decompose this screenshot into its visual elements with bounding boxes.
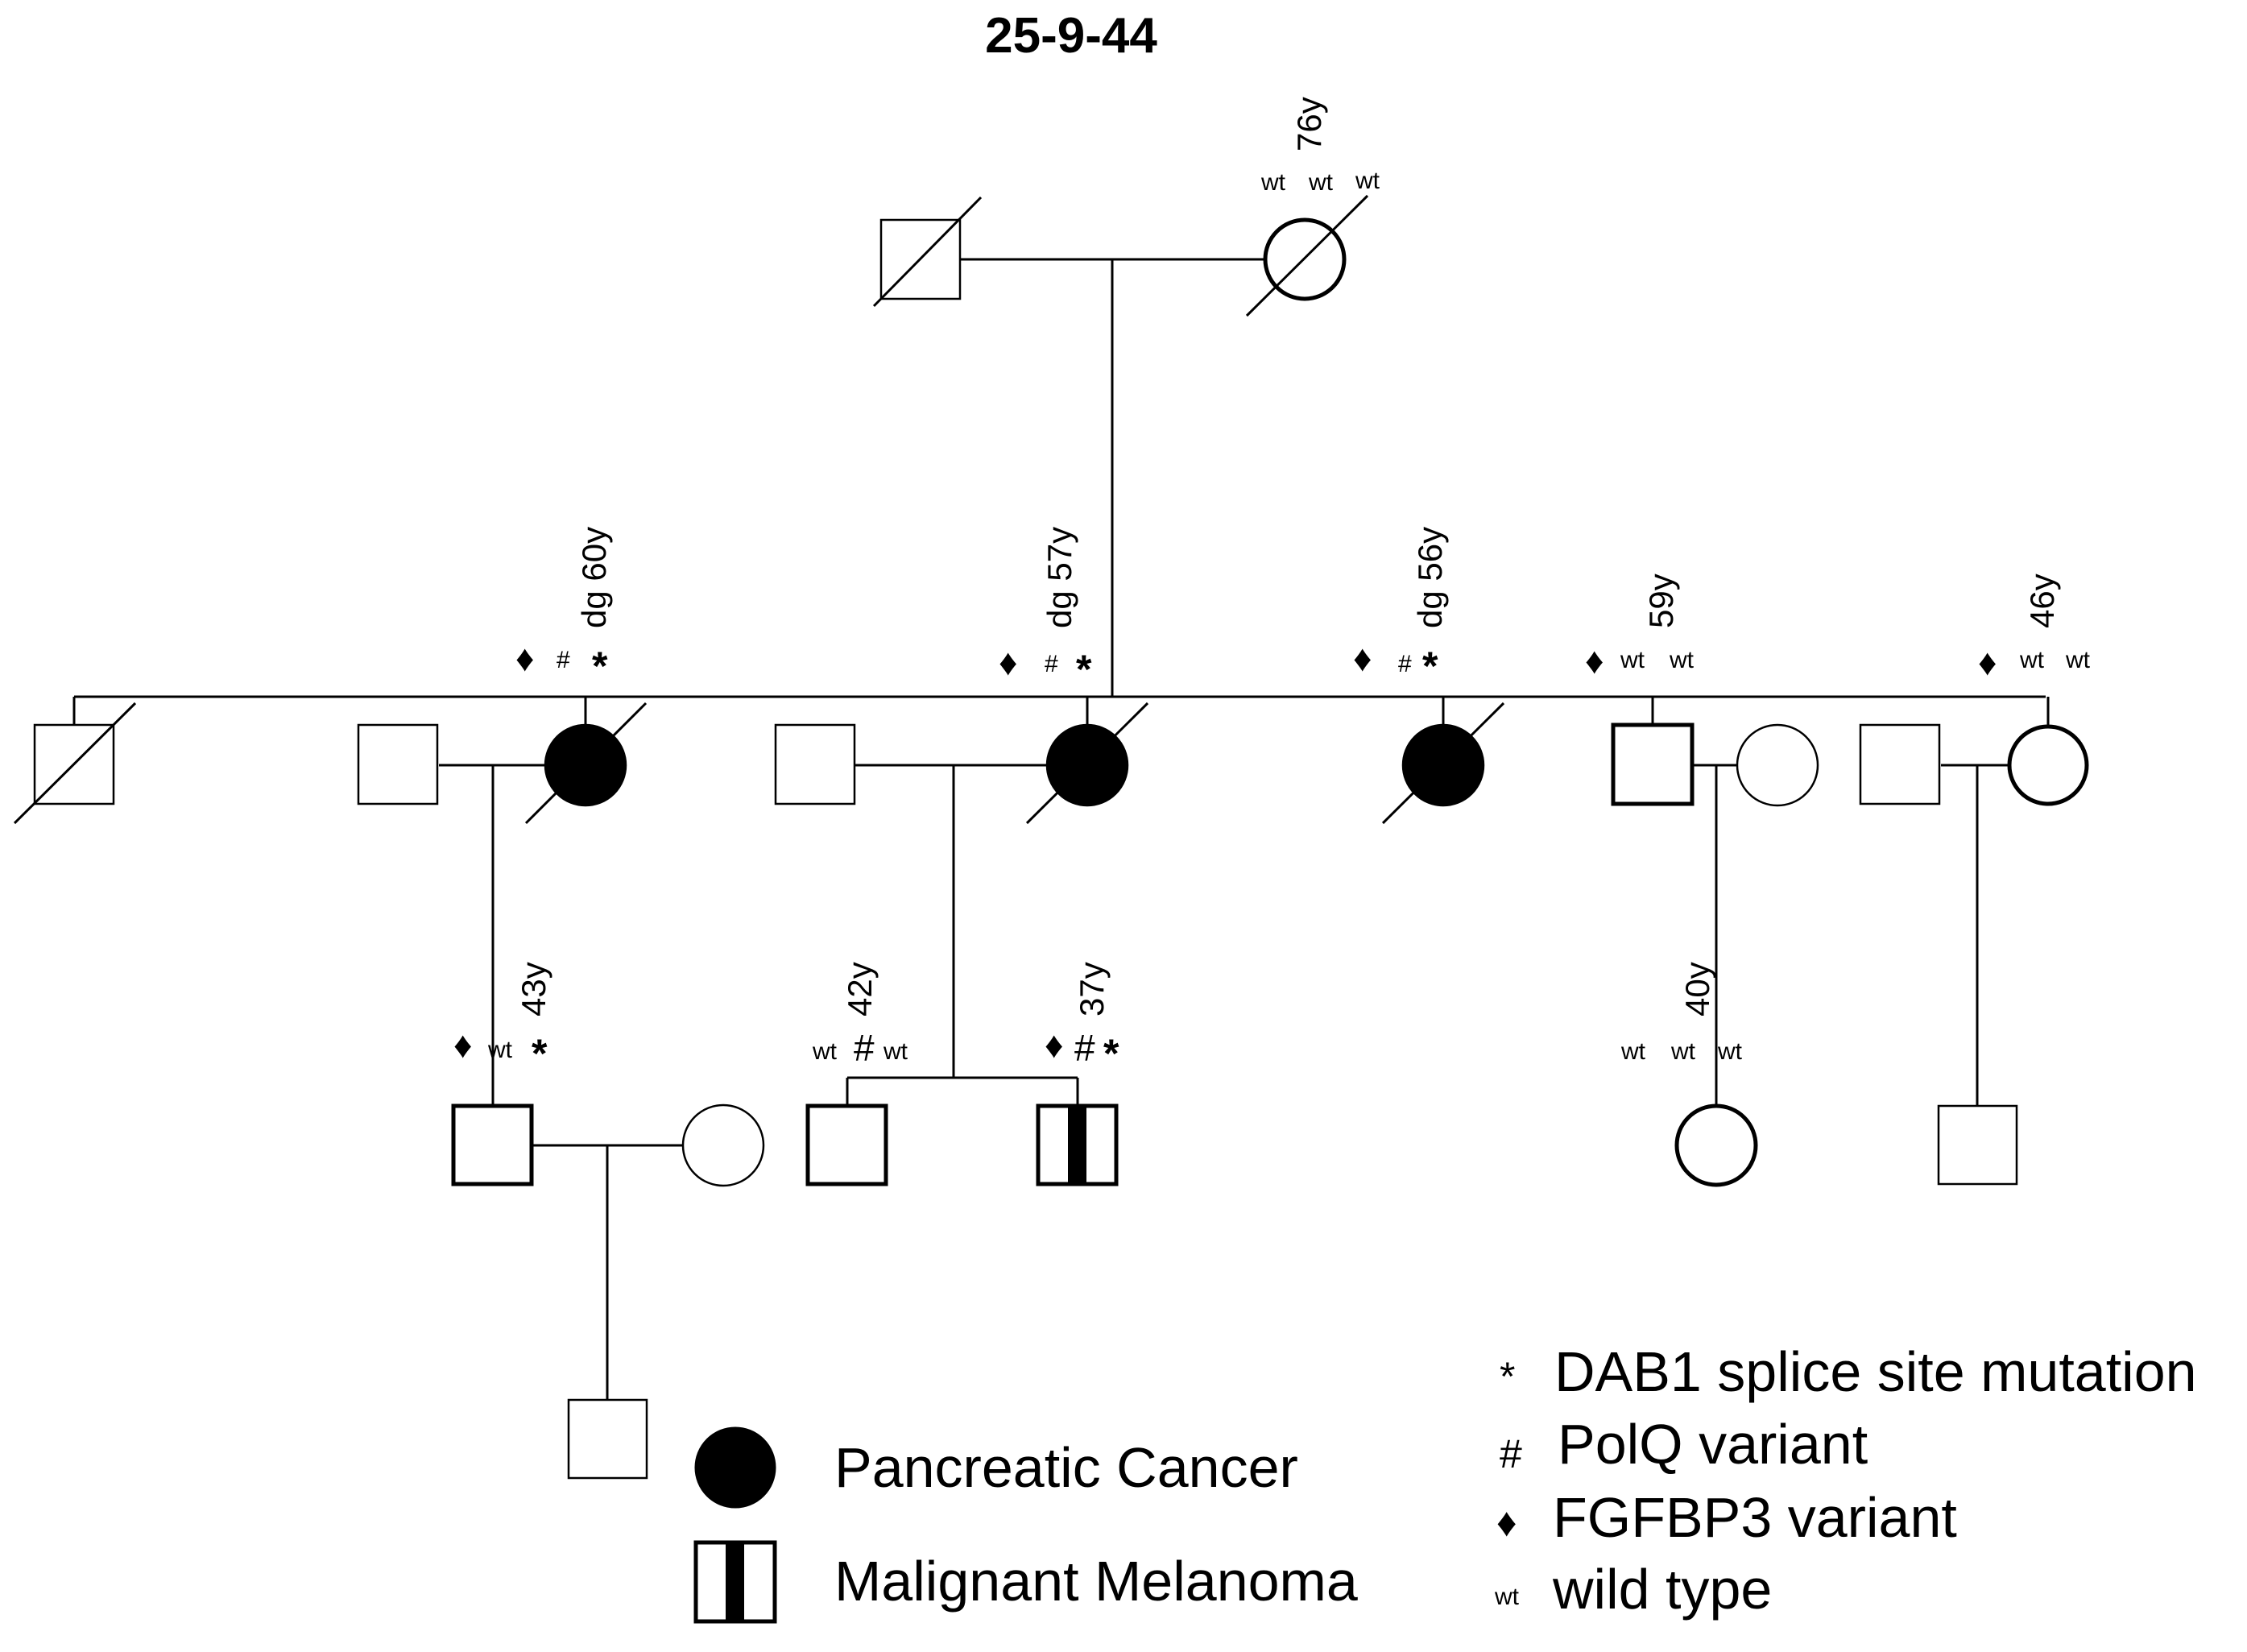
genotype-a2-fgfbp3: ♦ [999, 641, 1017, 683]
age-label-aunt-1: dg 60y [575, 527, 613, 628]
age-label-grandmother: 76y [1290, 97, 1328, 151]
legend-polq-label: PolQ variant [1558, 1413, 1868, 1476]
legend-fgfbp3-label: FGFBP3 variant [1553, 1486, 1957, 1549]
legend: Pancreatic Cancer Malignant Melanoma * D… [693, 1340, 2197, 1624]
genotype-c3-fgfbp3: ♦ [1045, 1024, 1063, 1066]
cousin-42y-symbol [805, 1103, 888, 1186]
legend-pancreatic-cancer-icon [694, 1426, 776, 1509]
aunt-46y-symbol [2007, 724, 2089, 806]
genotype-c4-dab1: wt [1717, 1038, 1743, 1065]
spouse-c1-symbol [681, 1103, 765, 1187]
genotype-c4-fgfbp3: wt [1620, 1038, 1646, 1065]
spouse-a2-symbol [774, 723, 856, 805]
deceased-slash-aunt-2 [1025, 702, 1149, 825]
aunt-2-pancreatic-cancer-symbol [1045, 723, 1129, 807]
legend-dab1-symbol: * [1500, 1354, 1515, 1399]
genotype-c1-polq: wt [487, 1037, 513, 1063]
legend-polq-symbol: # [1500, 1431, 1522, 1476]
genotype-a3-fgfbp3: ♦ [1353, 637, 1372, 679]
deceased-slash-grandmother [1245, 194, 1369, 317]
cousin-a5-child-symbol [1937, 1104, 2018, 1186]
legend-melanoma-label: Malignant Melanoma [834, 1550, 1358, 1613]
cousin-37y-melanoma-symbol [1036, 1103, 1119, 1186]
age-label-cousin-42y: 42y [841, 962, 879, 1016]
spouse-a5-symbol [1859, 723, 1941, 805]
genotype-u4-dab1: wt [1669, 647, 1695, 673]
genotype-c4-polq: wt [1670, 1038, 1696, 1065]
genotype-c3-dab1: * [1103, 1031, 1119, 1076]
deceased-slash-aunt-1 [524, 702, 648, 825]
legend-melanoma-icon [693, 1540, 777, 1624]
age-label-cousin-43y: 43y [515, 962, 552, 1016]
age-label-uncle-59y: 59y [1642, 573, 1680, 628]
uncle-59y-symbol [1611, 722, 1695, 806]
genotype-a2-dab1: * [1076, 647, 1092, 692]
age-label-aunt-2: dg 57y [1041, 527, 1078, 628]
genotype-u4-fgfbp3: ♦ [1585, 640, 1604, 681]
genotype-a1-polq: # [557, 647, 570, 673]
individuals [33, 217, 2089, 1480]
deceased-markers [13, 194, 1505, 825]
spouse-a1-symbol [357, 723, 439, 805]
legend-wt-label: wild type [1552, 1558, 1772, 1621]
genotype-a5-polq: wt [2019, 647, 2045, 673]
legend-fgfbp3-symbol: ♦ [1496, 1500, 1517, 1545]
genotype-c2-fgfbp3: wt [812, 1038, 838, 1065]
pedigree-lines [72, 258, 2050, 1400]
age-label-aunt-3: dg 56y [1411, 527, 1449, 628]
genotype-gm-polq: wt [1308, 169, 1334, 196]
legend-wt-symbol: wt [1494, 1584, 1520, 1610]
genotype-a5-fgfbp3: ♦ [1978, 641, 1997, 683]
deceased-slash-grandfather [872, 196, 983, 308]
genotype-gm-fgfbp3: wt [1260, 169, 1286, 196]
grandchild-symbol [567, 1398, 648, 1480]
spouse-u4-symbol [1736, 723, 1819, 807]
deceased-slash-uncle [13, 702, 137, 825]
deceased-slash-aunt-3 [1381, 702, 1505, 825]
genotype-a1-dab1: * [592, 644, 608, 689]
cousin-43y-symbol [451, 1103, 534, 1186]
genotype-c1-fgfbp3: ♦ [453, 1024, 472, 1066]
genotype-c3-polq: # [1074, 1027, 1095, 1069]
genotype-c2-dab1: wt [883, 1038, 908, 1065]
age-label-aunt-46y: 46y [2023, 573, 2061, 628]
genotype-a5-dab1: wt [2065, 647, 2091, 673]
genotype-a2-polq: # [1045, 651, 1058, 677]
cousin-40y-symbol [1674, 1103, 1758, 1187]
genotype-a3-polq: # [1398, 651, 1412, 677]
genotype-c2-polq: # [854, 1027, 875, 1069]
genotype-a3-dab1: * [1422, 644, 1438, 689]
genotype-a1-fgfbp3: ♦ [515, 637, 534, 679]
age-label-cousin-40y: 40y [1678, 962, 1716, 1016]
age-label-cousin-37y: 37y [1073, 962, 1111, 1016]
genotype-markers: wt wt wt ♦ # * ♦ # * ♦ # * ♦ wt wt ♦ wt … [453, 168, 2091, 1076]
legend-pancreatic-cancer-label: Pancreatic Cancer [834, 1436, 1298, 1499]
age-labels: 76y dg 60y dg 57y dg 56y 59y 46y 43y 42y… [515, 97, 2061, 1016]
pedigree-title: 25-9-44 [985, 8, 1157, 64]
aunt-3-pancreatic-cancer-symbol [1401, 723, 1485, 807]
legend-dab1-label: DAB1 splice site mutation [1554, 1340, 2197, 1403]
genotype-gm-dab1: wt [1355, 168, 1380, 194]
genotype-c1-dab1: * [532, 1031, 548, 1076]
genotype-u4-polq: wt [1620, 647, 1645, 673]
